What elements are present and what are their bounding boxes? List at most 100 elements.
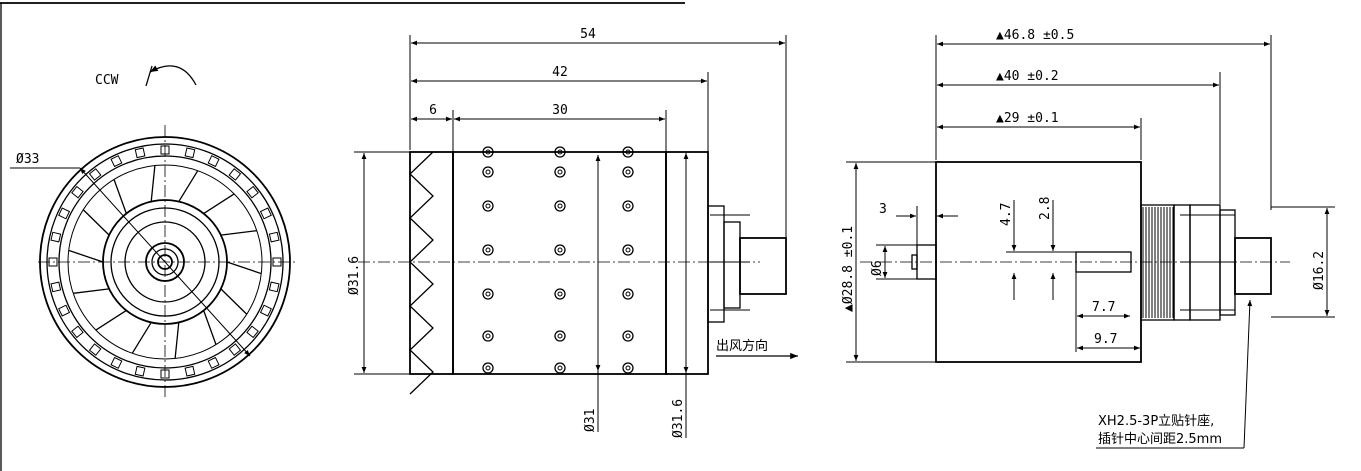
vent-hole-inner xyxy=(625,247,631,253)
housing-tooth xyxy=(50,231,62,243)
connector-note-line2: 插针中心间距2.5mm xyxy=(1098,432,1222,447)
shaft-key xyxy=(1075,251,1132,273)
vent-hole xyxy=(554,146,566,158)
housing-tooth xyxy=(58,304,71,317)
housing-tooth xyxy=(110,356,123,369)
dia-6-label: Ø6 xyxy=(870,260,885,276)
dia-right-label: Ø31.6 xyxy=(671,399,686,438)
fan-blade xyxy=(220,288,248,315)
housing-tooth xyxy=(207,155,220,168)
housing-tooth xyxy=(110,155,123,168)
right-side-view: ▲46.8 ±0.5 ▲40 ±0.2 ▲29 ±0.1 3 Ø xyxy=(841,28,1335,449)
fan-blade xyxy=(203,193,235,215)
housing-ring-2 xyxy=(46,143,284,381)
vent-hole-inner xyxy=(625,203,631,209)
vent-hole-inner xyxy=(557,365,563,371)
rotation-arrow-tick xyxy=(145,65,153,87)
threaded-section xyxy=(1142,207,1174,318)
vent-hole-inner xyxy=(557,291,563,297)
rotation-label: CCW xyxy=(95,73,119,88)
dim-30-label: 30 xyxy=(552,103,568,118)
dia-162-label: Ø16.2 xyxy=(1312,251,1327,290)
terminal-block xyxy=(707,205,787,323)
vent-hole xyxy=(482,166,494,178)
vent-hole-inner xyxy=(485,203,491,209)
dim-468-label: ▲46.8 ±0.5 xyxy=(996,28,1074,43)
diameter-33-label: Ø33 xyxy=(16,152,39,167)
vent-hole-inner xyxy=(625,291,631,297)
vent-hole-inner xyxy=(485,291,491,297)
fan-blade xyxy=(178,170,199,202)
outer-housing-circle xyxy=(39,136,291,388)
vent-hole-inner xyxy=(625,169,631,175)
housing-tooth xyxy=(160,369,170,379)
vent-hole-inner xyxy=(485,365,491,371)
fan-blade xyxy=(82,209,110,236)
housing-tooth xyxy=(184,147,196,159)
fan-blade xyxy=(150,165,156,202)
end-cap xyxy=(665,151,709,375)
housing-tooth xyxy=(58,207,71,220)
dim-54-label: 54 xyxy=(580,27,596,42)
vent-hole-inner xyxy=(557,333,563,339)
connector-note-line1: XH2.5-3P立贴针座, xyxy=(1098,414,1214,429)
vent-hole xyxy=(554,200,566,212)
diameter-33-line xyxy=(79,167,251,357)
vent-hole xyxy=(622,200,634,212)
vent-hole xyxy=(554,288,566,300)
vent-hole-inner xyxy=(485,333,491,339)
dim-42-label: 42 xyxy=(552,65,568,80)
dim-28-label: 2.8 xyxy=(1038,197,1053,220)
vent-hole xyxy=(622,146,634,158)
dim-97-label: 9.7 xyxy=(1094,332,1117,347)
vent-hole xyxy=(482,288,494,300)
dim-6-label: 6 xyxy=(429,103,437,118)
housing-tooth xyxy=(134,147,146,159)
fan-blade xyxy=(174,322,180,359)
fan-blade xyxy=(73,288,110,294)
vent-hole xyxy=(622,166,634,178)
vent-hole-inner xyxy=(485,247,491,253)
vent-hole-inner xyxy=(625,365,631,371)
vent-hole xyxy=(554,244,566,256)
housing-tooth xyxy=(184,365,196,377)
vent-hole-inner xyxy=(625,149,631,155)
vent-hole-inner xyxy=(485,169,491,175)
fin-section xyxy=(409,151,454,375)
housing-tooth xyxy=(50,281,62,293)
middle-side-view: 54 42 30 6 Ø31.6 Ø31 Ø31 xyxy=(347,27,798,438)
vent-hole xyxy=(482,244,494,256)
vent-hole xyxy=(482,362,494,374)
dia-288-label: ▲Ø28.8 ±0.1 xyxy=(841,226,856,312)
airflow-label: 出风方向 xyxy=(716,338,768,354)
vent-hole-inner xyxy=(485,149,491,155)
dim-40-label: ▲40 ±0.2 xyxy=(996,69,1059,84)
dim-77-label: 7.7 xyxy=(1092,300,1115,315)
housing-tooth xyxy=(268,231,280,243)
fan-blade xyxy=(220,230,257,236)
vent-hole xyxy=(482,200,494,212)
housing-tooth xyxy=(268,281,280,293)
vent-hole-inner xyxy=(557,247,563,253)
vent-hole xyxy=(554,362,566,374)
dia-left-label: Ø31.6 xyxy=(347,256,362,295)
fan-blade xyxy=(131,322,152,354)
fan-blade xyxy=(68,249,104,263)
vent-hole xyxy=(622,362,634,374)
vent-hole xyxy=(622,288,634,300)
vent-hole xyxy=(622,244,634,256)
vent-hole xyxy=(622,330,634,342)
housing-tooth xyxy=(272,257,282,267)
housing-tooth xyxy=(160,145,170,155)
vent-hole-inner xyxy=(557,169,563,175)
vent-hole xyxy=(482,146,494,158)
dia-inner-label: Ø31 xyxy=(583,409,598,432)
rotation-arrow-icon xyxy=(149,65,197,86)
right-terminal-block xyxy=(1173,204,1272,321)
housing-ring-3 xyxy=(58,155,272,369)
dim-29-label: ▲29 ±0.1 xyxy=(996,111,1059,126)
vent-holes xyxy=(482,146,634,374)
dim-3-label: 3 xyxy=(879,202,887,217)
housing-tooth xyxy=(207,356,220,369)
